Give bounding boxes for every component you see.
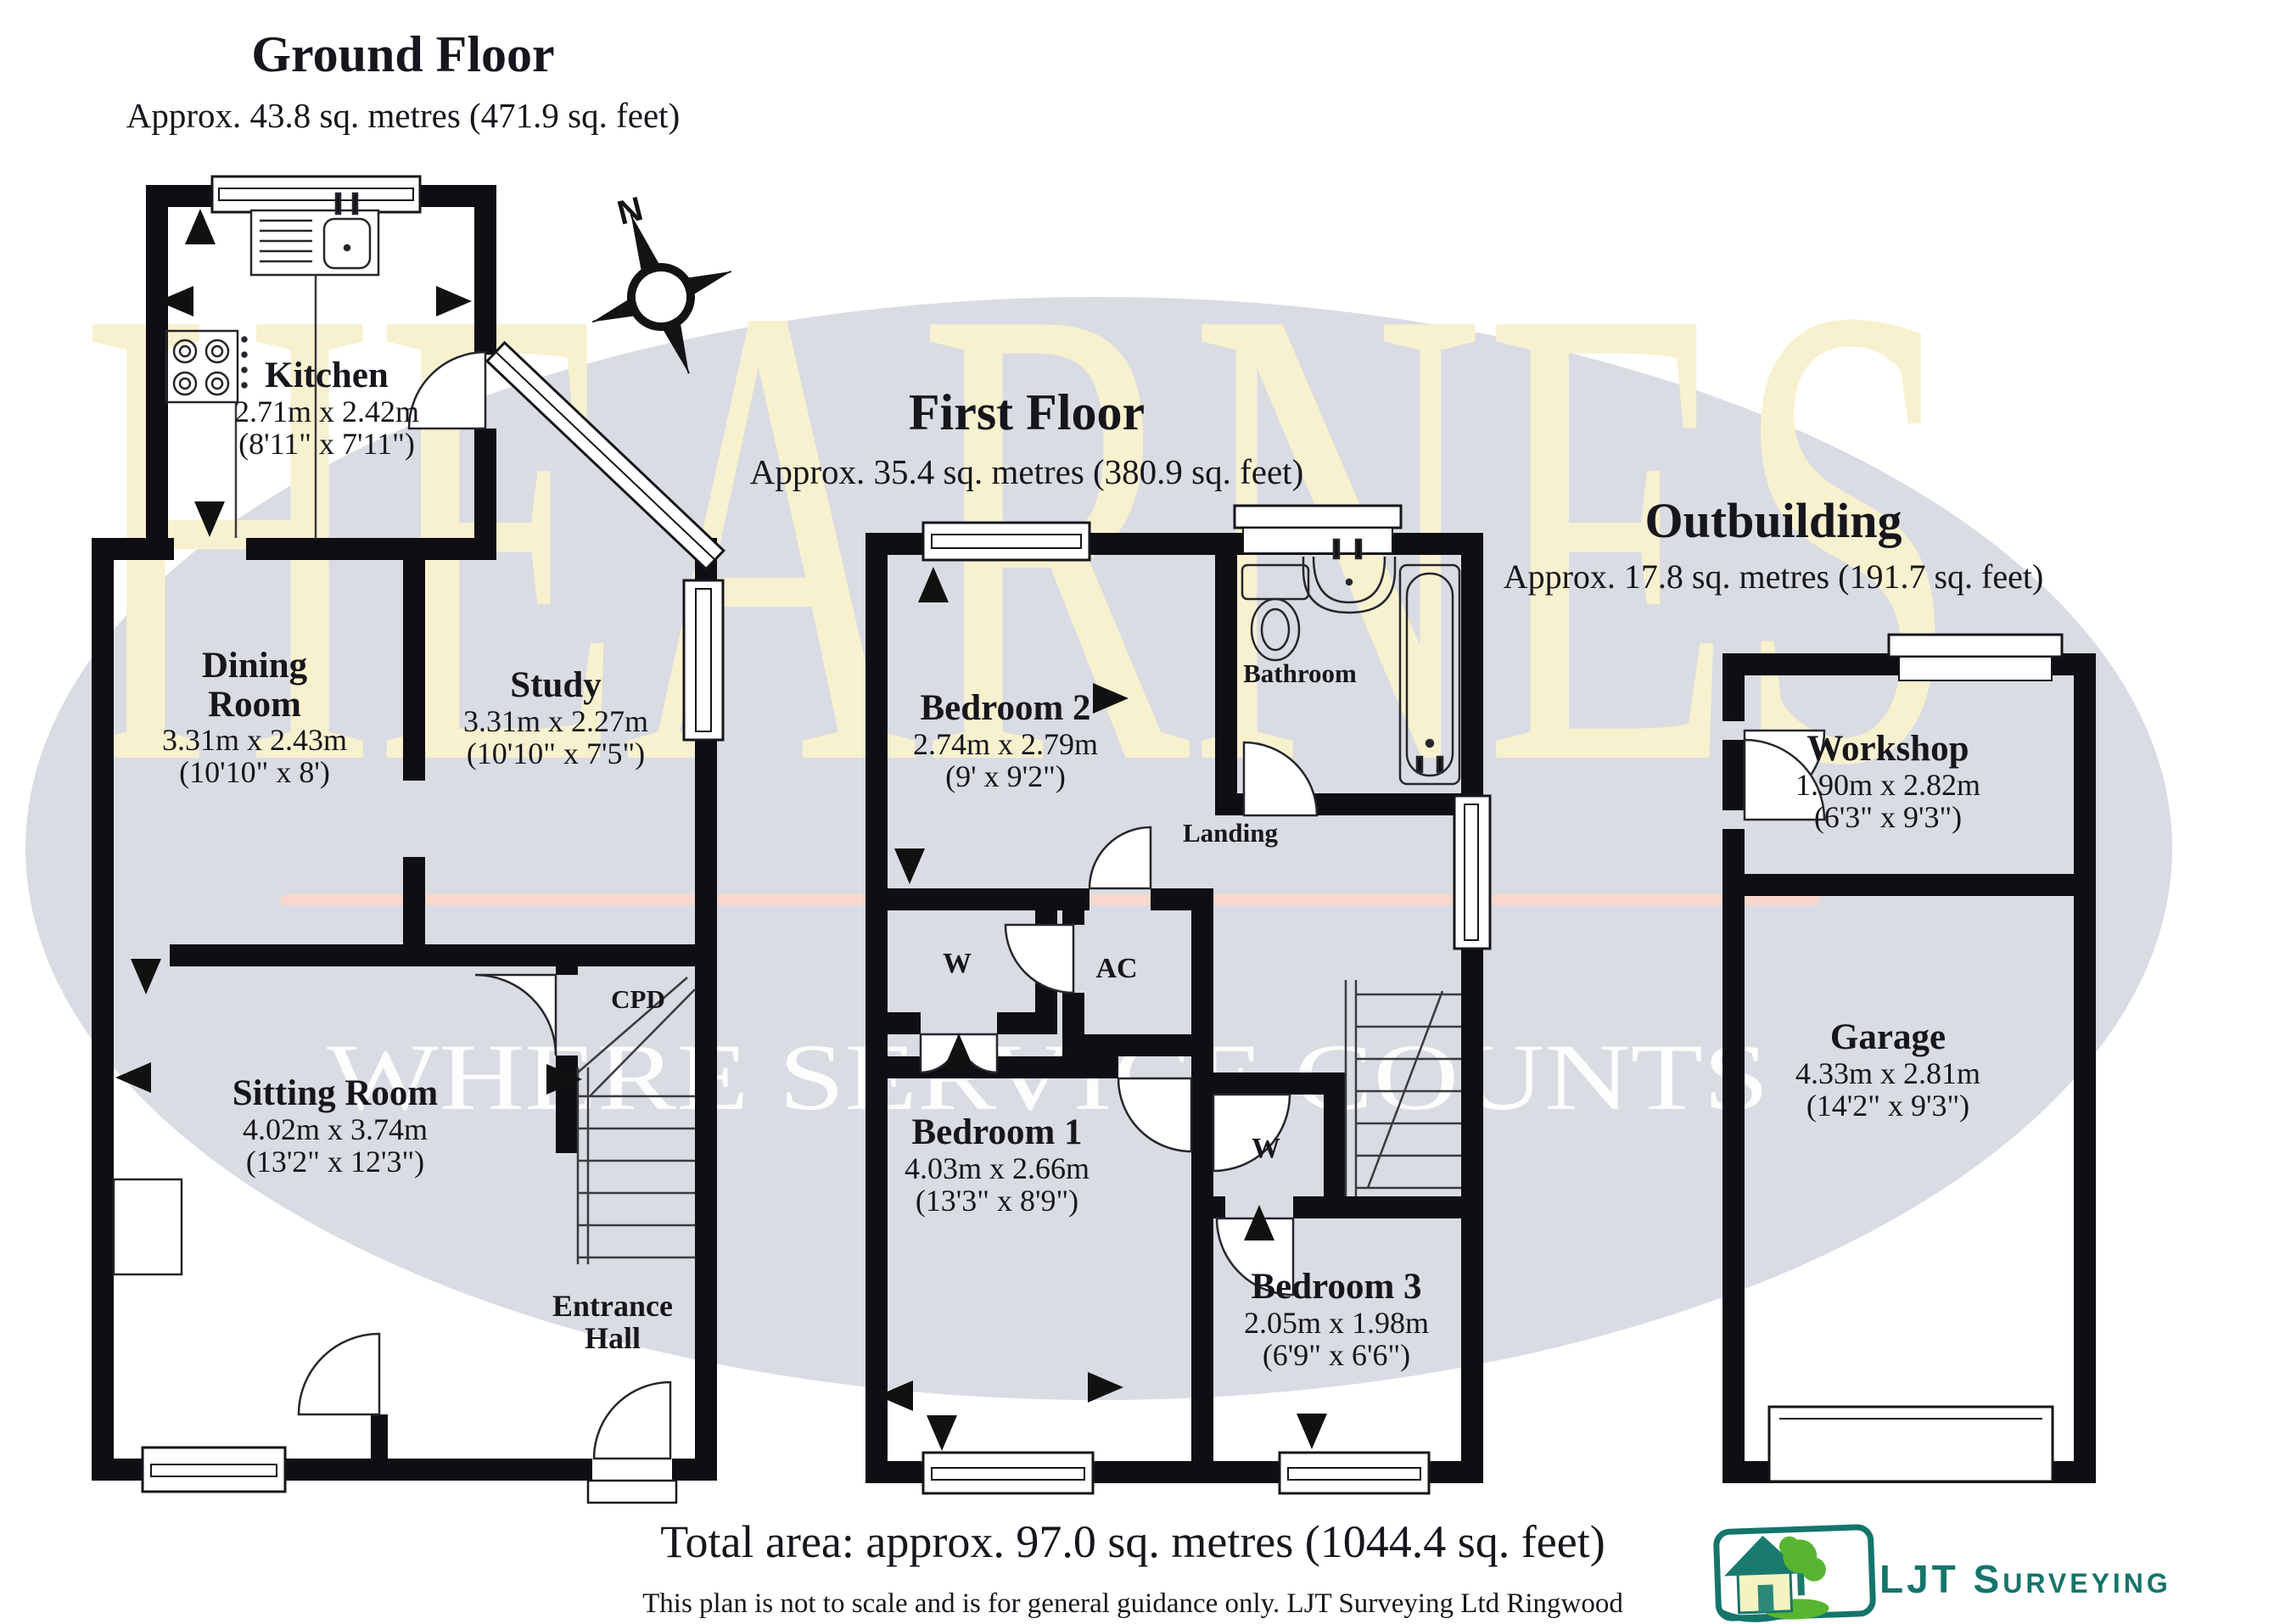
bathroom-window [1233,504,1403,554]
compass-north-label: N [613,190,647,232]
ground-floor-area: Approx. 43.8 sq. metres (471.9 sq. feet) [126,96,681,135]
room-label-wardrobe1: W [943,948,972,979]
bedroom2-window [921,521,1091,562]
cpd-door-swing [474,973,557,1056]
study-window [682,579,725,742]
room-label-entrance-hall: Entrance Hall [552,1289,673,1356]
porch-step [586,1479,678,1504]
wardrobe2-door-swing [1212,1093,1291,1173]
workshop-window [1887,633,2064,681]
toilet-icon [1241,563,1310,662]
bedroom3-window [1278,1451,1431,1495]
ac-door-swing [1004,923,1075,994]
ground-floor-plan [92,175,725,1504]
staircase [576,977,696,1264]
front-door-swing [592,1380,672,1460]
room-label-bedroom1: Bedroom 1 4.03m x 2.66m (13'3" x 8'9") [904,1112,1090,1218]
outbuilding-title: Outbuilding [1644,493,1902,548]
bedroom3-door-swing [1215,1217,1295,1296]
outbuilding-area: Approx. 17.8 sq. metres (191.7 sq. feet) [1503,557,2044,596]
bay-window [485,340,725,571]
room-label-garage: Garage 4.33m x 2.81m (14'2" x 9'3") [1795,1017,1981,1123]
hob-icon [165,329,248,404]
ljt-logo-icon [1713,1524,1876,1622]
room-label-bathroom: Bathroom [1243,658,1357,688]
room-label-study: Study 3.31m x 2.27m (10'10" x 7'5") [462,665,649,770]
landing-window [1453,794,1492,950]
bath-icon [1398,563,1461,786]
total-area-text: Total area: approx. 97.0 sq. metres (104… [660,1516,1605,1567]
compass-icon: N [591,190,732,374]
kitchen-counter-lines [234,275,317,538]
sitting-room-window [141,1446,287,1493]
room-label-dining-room: Dining Room 3.31m x 2.43m (10'10" x 8') [161,646,347,790]
hall-door-swing [297,1332,381,1416]
workshop-door-lower [1743,738,1826,821]
basin-icon [1302,538,1397,614]
room-label-workshop: Workshop 1.90m x 2.82m (6'3" x 9'3") [1795,729,1981,834]
ljt-logo-text: LJT Surveying [1879,1557,2171,1601]
bathroom-door-swing [1242,741,1319,817]
first-floor-title: First Floor [908,384,1146,440]
sink-icon [249,192,380,277]
first-floor-plan [865,504,1492,1495]
room-label-bedroom2: Bedroom 2 2.74m x 2.79m (9' x 9'2") [912,688,1099,793]
room-label-bedroom3: Bedroom 3 2.05m x 1.98m (6'9" x 6'6") [1243,1267,1430,1372]
room-label-ac: AC [1095,953,1138,984]
room-label-cpd: CPD [611,984,665,1014]
kitchen-door-swing [407,350,487,430]
disclaimer-text: This plan is not to scale and is for gen… [642,1588,1623,1619]
first-floor-area: Approx. 35.4 sq. metres (380.9 sq. feet) [749,452,1304,491]
kitchen-window [210,175,422,214]
bedroom1-door-swing [1117,1077,1193,1153]
bedroom1-window [921,1451,1095,1495]
fireplace [112,1178,183,1276]
outbuilding-plan [1722,633,2096,1483]
garage-door [1767,1405,2054,1483]
ground-floor-title: Ground Floor [251,26,555,82]
first-floor-walls [865,533,1483,1483]
first-opening-arrows [877,567,1327,1451]
front-door-opening [592,1457,672,1482]
bedroom2-door-swing [1088,826,1152,890]
room-label-wardrobe2: W [1252,1133,1280,1164]
first-floor-staircase [1344,980,1461,1196]
ground-opening-arrows [115,209,582,1095]
room-label-kitchen: Kitchen 2.71m x 2.42m (8'11" x 7'11") [233,356,420,461]
room-label-sitting-room: Sitting Room 4.02m x 3.74m (13'2" x 12'3… [232,1073,439,1179]
room-label-landing: Landing [1182,818,1279,848]
